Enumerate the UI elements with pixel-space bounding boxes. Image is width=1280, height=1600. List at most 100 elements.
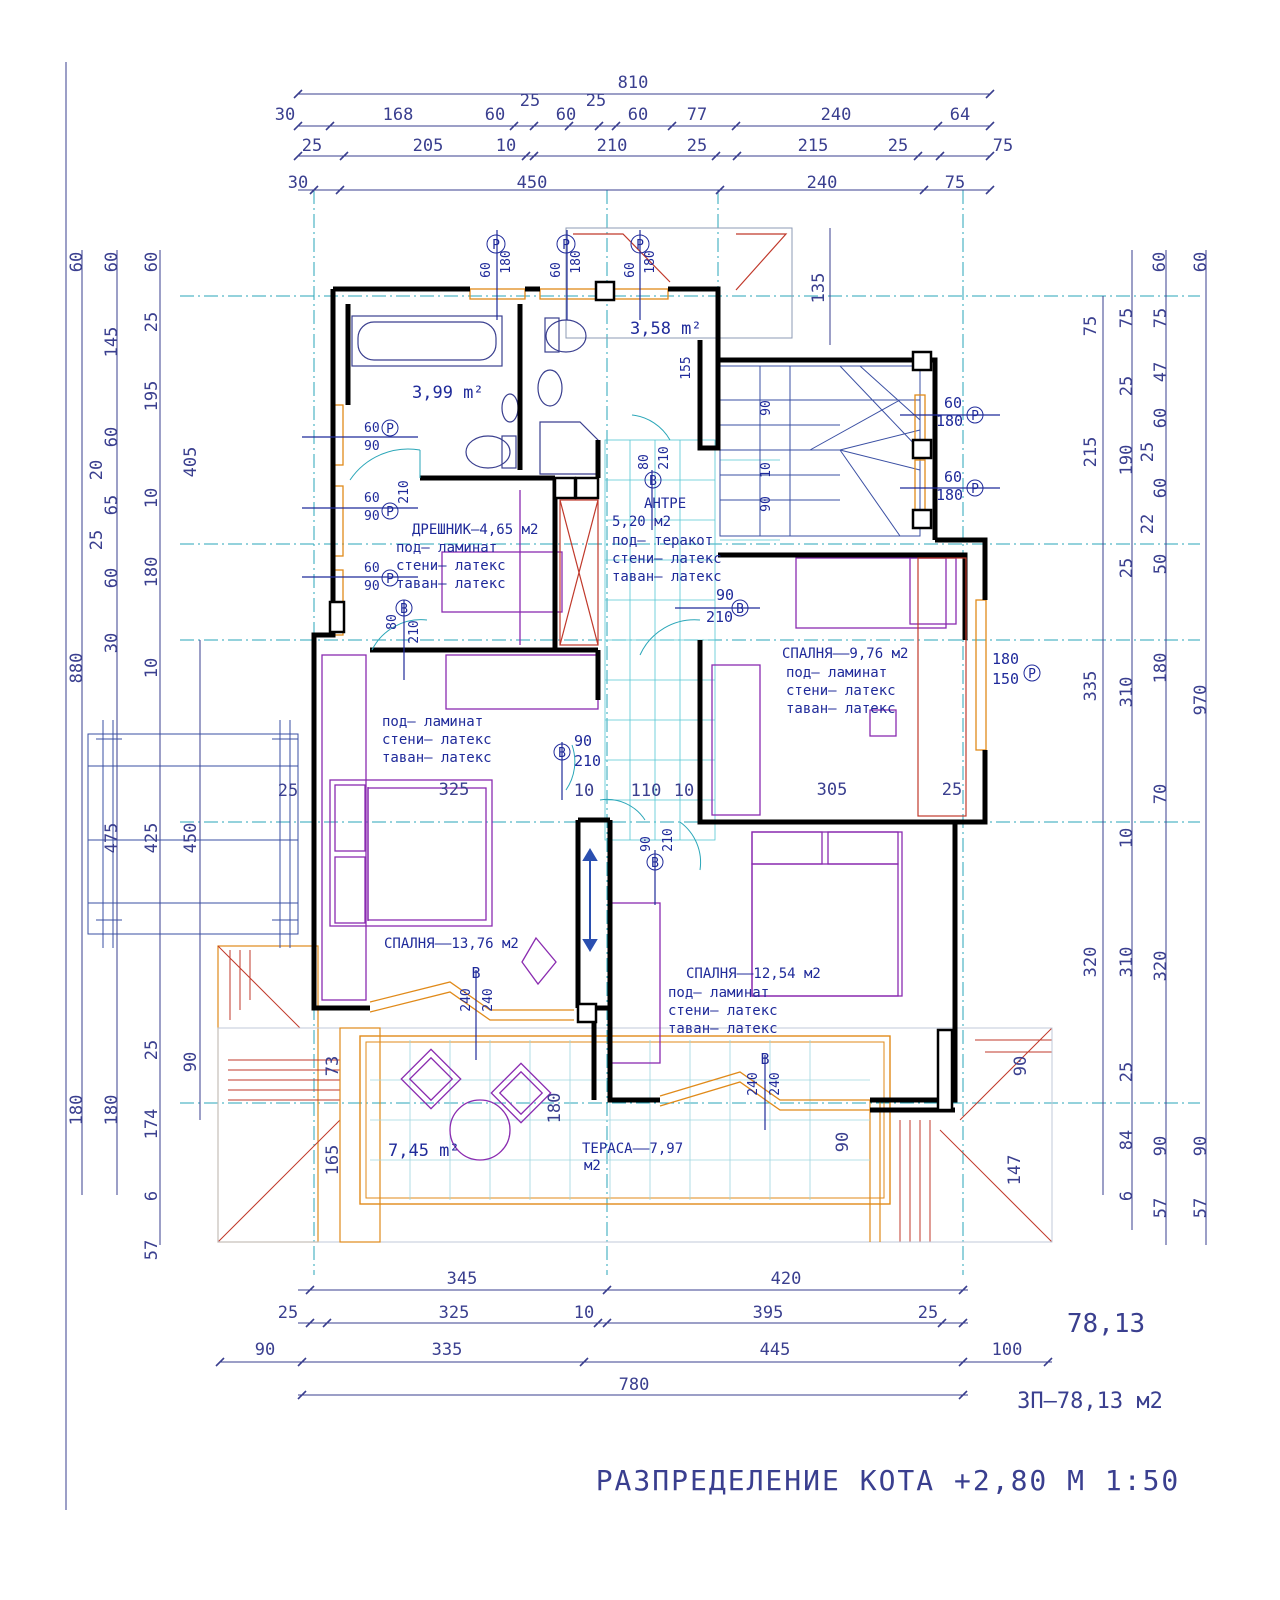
tag-180: 180	[569, 250, 584, 273]
dim-810: 810	[618, 73, 649, 93]
dim-r2e: 25	[687, 136, 707, 156]
dim-x28: 6	[1117, 1191, 1137, 1201]
tag-210: 210	[661, 828, 676, 851]
door-swings	[349, 414, 702, 871]
tag-180: 180	[936, 412, 963, 430]
dim-r2a: 25	[302, 136, 322, 156]
bed1-width: 305	[817, 780, 848, 800]
tag-b: В	[471, 964, 480, 982]
terrace-area2: 7,45 m²	[388, 1141, 460, 1161]
tag-110: 110	[631, 781, 662, 801]
dim-x31: 90	[1191, 1136, 1211, 1156]
dim-l6: 195	[142, 381, 162, 412]
dim-x3: 135	[809, 273, 829, 304]
tag-210: 210	[706, 608, 733, 626]
drawing-title: РАЗПРЕДЕЛЕНИЕ КОТА +2,80 М 1:50	[596, 1464, 1181, 1497]
tag-240: 240	[768, 1072, 783, 1095]
dim-labels-bottom: 345 420 25 325 10 395 25 90 335 445 100 …	[255, 1269, 1023, 1395]
wardrobe-walls: стени– латекс	[396, 558, 506, 574]
opening-tags: Р Р Р 60 180 60 180 60 180 155 60 90 Р 6…	[323, 238, 1036, 1175]
tag-155: 155	[679, 356, 694, 379]
sanitary	[351, 315, 599, 475]
tag-b: В	[736, 602, 744, 617]
dim-x19: 180	[1151, 653, 1171, 684]
dim-r1c: 60	[485, 105, 505, 125]
dim-l26: 174	[142, 1109, 162, 1140]
tag-90b: 90	[833, 1132, 853, 1152]
dim-x2: 60	[1191, 252, 1211, 272]
dim-l9: 65	[102, 495, 122, 515]
wc-area: 3,58 m²	[630, 319, 702, 339]
tag-210: 210	[407, 620, 422, 643]
bed1-walls: стени– латекс	[786, 683, 896, 699]
dim-x26: 90	[1011, 1056, 1031, 1076]
tag-73: 73	[323, 1056, 343, 1076]
dim-l3: 60	[142, 252, 162, 272]
dim-r2c: 10	[496, 136, 516, 156]
tag-p: Р	[562, 238, 570, 253]
tag-60: 60	[623, 262, 638, 278]
dim-b3c: 445	[760, 1340, 791, 1360]
tag-240: 240	[746, 1072, 761, 1095]
tag-165: 165	[323, 1145, 343, 1176]
dim-l25: 180	[102, 1095, 122, 1126]
dim-x5: 75	[1117, 308, 1137, 328]
dim-x9: 215	[1081, 437, 1101, 468]
dim-x33: 57	[1191, 1198, 1211, 1218]
dim-l8: 20	[87, 460, 107, 480]
dim-b2c: 10	[574, 1303, 594, 1323]
dim-l21: 450	[181, 823, 201, 854]
dim-r2f: 215	[798, 136, 829, 156]
bed2-width: 325	[439, 780, 470, 800]
wall-posts	[328, 280, 954, 1112]
dim-r2h: 75	[993, 136, 1013, 156]
left-balcony	[87, 720, 299, 948]
dim-x16: 50	[1151, 554, 1171, 574]
tag-p: Р	[971, 409, 979, 424]
tag-b: В	[558, 746, 566, 761]
tag-90: 90	[639, 836, 654, 852]
tag-80: 80	[637, 454, 652, 470]
bed1-name: СПАЛНЯ––9,76 м2	[782, 646, 908, 662]
dim-x22: 10	[1117, 828, 1137, 848]
tag-p: Р	[971, 482, 979, 497]
tag-180: 180	[499, 250, 514, 273]
dim-x30: 90	[1151, 1136, 1171, 1156]
dim-l10: 10	[142, 488, 162, 508]
tag-10: 10	[574, 781, 594, 801]
tag-240: 240	[459, 988, 474, 1011]
dim-x20: 970	[1191, 685, 1211, 716]
dim-l15: 880	[67, 653, 87, 684]
dim-x32: 57	[1151, 1198, 1171, 1218]
tag-210: 210	[397, 480, 412, 503]
bed2-walls: стени– латекс	[382, 732, 492, 748]
tag-150: 150	[992, 670, 1019, 688]
dim-r1e: 60	[556, 105, 576, 125]
tag-180: 180	[992, 650, 1019, 668]
tag-90: 90	[364, 439, 380, 454]
tag-60: 60	[944, 468, 962, 486]
tag-p: Р	[386, 422, 394, 437]
dim-x25: 320	[1151, 951, 1171, 982]
red-lines	[559, 499, 967, 817]
bed1-wall: 25	[942, 780, 962, 800]
dim-b3b: 335	[432, 1340, 463, 1360]
dim-x13: 60	[1151, 478, 1171, 498]
area-total: 78,13	[1067, 1309, 1145, 1339]
bed3-ceiling: таван– латекс	[668, 1021, 778, 1037]
bed2-floor: под– ламинат	[382, 714, 483, 730]
dim-l12: 25	[87, 530, 107, 550]
dim-r3d: 75	[945, 173, 965, 193]
tag-p: Р	[636, 238, 644, 253]
staircase	[719, 365, 921, 537]
tag-10: 10	[759, 462, 774, 478]
dim-x4: 75	[1081, 316, 1101, 336]
dim-x18: 310	[1117, 677, 1137, 708]
dim-labels-left: 60 60 60 25 145 195 60 20 65 10 405 25 6…	[67, 252, 298, 1260]
dim-r1b: 168	[383, 105, 414, 125]
tag-b: В	[651, 856, 659, 871]
dim-x24: 310	[1117, 947, 1137, 978]
dim-l16: 30	[102, 633, 122, 653]
bed1-ceiling: таван– латекс	[786, 701, 896, 717]
dim-r2g: 25	[888, 136, 908, 156]
